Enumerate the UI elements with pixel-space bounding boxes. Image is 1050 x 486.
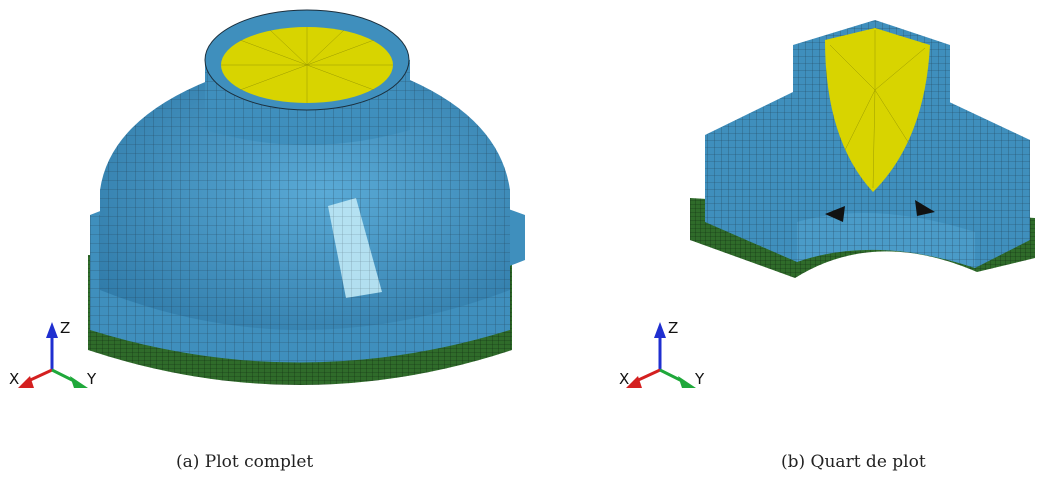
x-label: X bbox=[619, 370, 629, 388]
z-arrow-icon bbox=[654, 322, 666, 338]
full-plot-mesh: Z X Y bbox=[9, 9, 525, 388]
x-label: X bbox=[9, 370, 19, 388]
z-arrow-icon bbox=[46, 322, 58, 338]
axis-triad: Z X Y bbox=[619, 319, 705, 388]
quarter-plot-mesh: Z X Y bbox=[619, 20, 1035, 388]
x-arrow-icon bbox=[626, 376, 642, 388]
z-label: Z bbox=[60, 319, 70, 337]
y-label: Y bbox=[86, 370, 97, 388]
axis-triad: Z X Y bbox=[9, 319, 97, 388]
figure-a: Z X Y (a) Plot complet bbox=[9, 9, 525, 472]
x-arrow-icon bbox=[18, 376, 34, 388]
caption-b: (b) Quart de plot bbox=[781, 452, 926, 472]
y-label: Y bbox=[694, 370, 705, 388]
y-arrow-icon bbox=[678, 376, 696, 388]
caption-a: (a) Plot complet bbox=[176, 452, 314, 472]
z-label: Z bbox=[668, 319, 678, 337]
y-arrow-icon bbox=[70, 376, 88, 388]
figure-b: Z X Y (b) Quart de plot bbox=[525, 0, 1050, 486]
yellow-section bbox=[825, 28, 930, 192]
